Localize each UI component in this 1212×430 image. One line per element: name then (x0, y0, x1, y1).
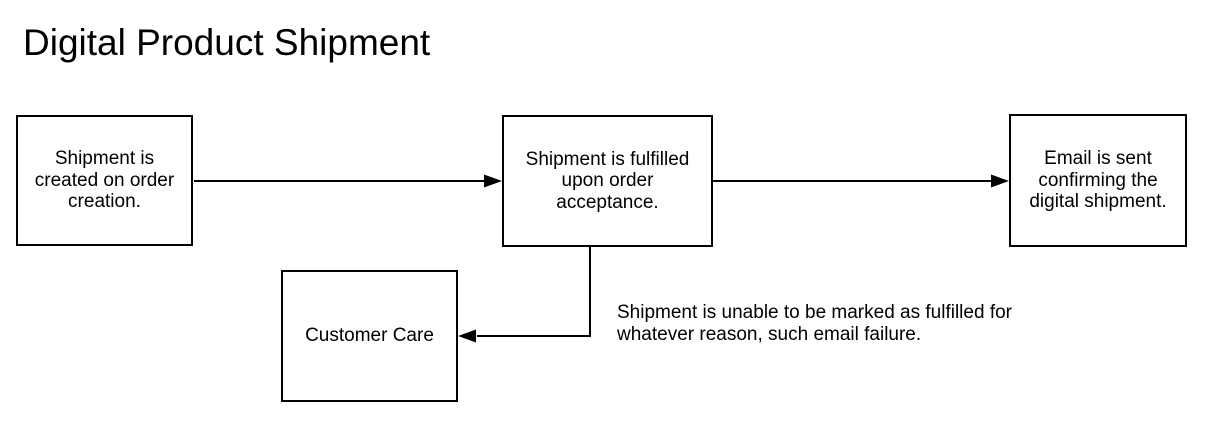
arrow-fulfilled-to-customer-care (458, 246, 591, 343)
node-label: Customer Care (305, 325, 434, 347)
page-title: Digital Product Shipment (23, 22, 431, 63)
node-customer-care: Customer Care (281, 270, 458, 402)
arrow-created-to-fulfilled (194, 174, 502, 188)
arrow-fulfilled-to-email (713, 174, 1009, 188)
node-shipment-fulfilled: Shipment is fulfilled upon order accepta… (502, 115, 713, 247)
node-label: Shipment is created on order creation. (34, 148, 175, 213)
edge-annotation-text: Shipment is unable to be marked as fulfi… (617, 302, 1012, 345)
node-shipment-created: Shipment is created on order creation. (16, 115, 193, 246)
arrowhead-icon (991, 174, 1009, 188)
node-email-sent: Email is sent confirming the digital shi… (1009, 114, 1187, 247)
node-label: Shipment is fulfilled upon order accepta… (525, 148, 690, 213)
arrowhead-icon (458, 329, 476, 343)
node-label: Email is sent confirming the digital shi… (1029, 148, 1167, 213)
arrowhead-icon (484, 174, 502, 188)
arrow-elbow-line (477, 246, 591, 337)
